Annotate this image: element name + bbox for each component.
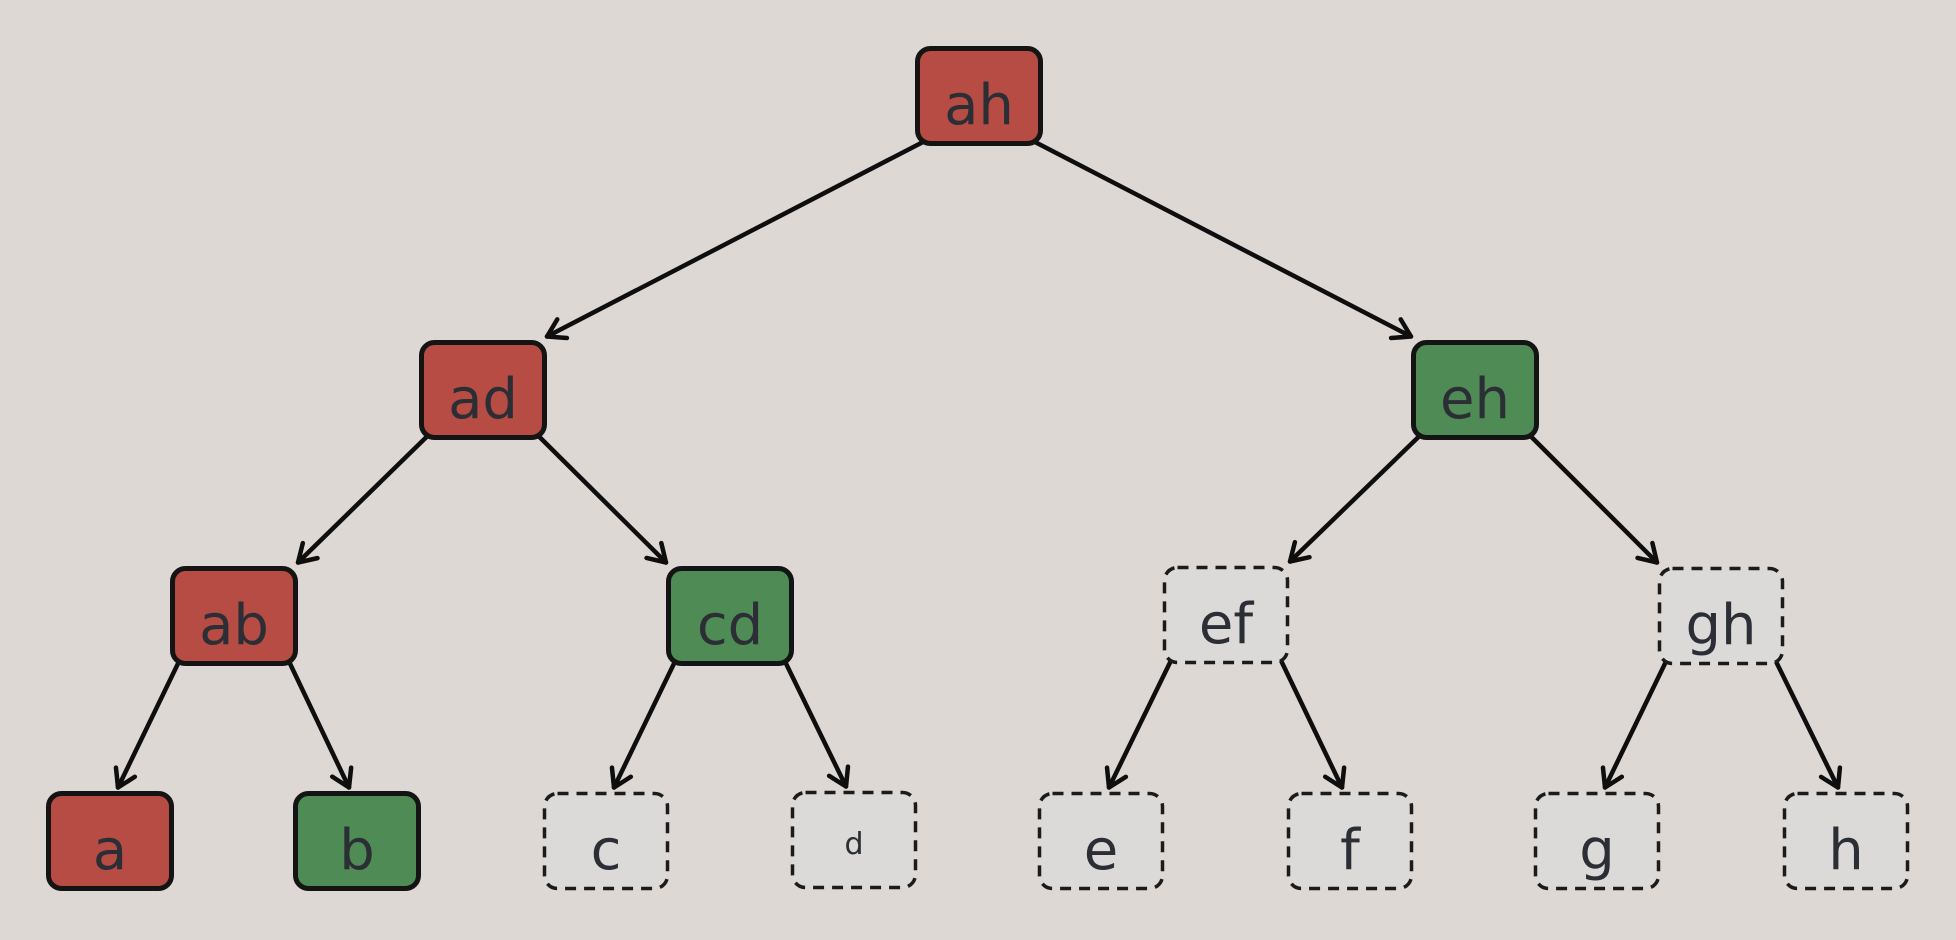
tree-node-box-a: [46, 791, 174, 891]
tree-node-label-gh: gh: [1685, 593, 1756, 658]
tree-node-box-ef: [1162, 565, 1290, 665]
tree-node-label-ef: ef: [1199, 592, 1254, 657]
tree-node-gh: gh: [1657, 566, 1785, 666]
edge-ef-f: [1278, 658, 1347, 790]
tree-node-box-e: [1037, 791, 1165, 891]
tree-node-box-ab: [170, 566, 298, 666]
edge-ef-e: [1104, 658, 1174, 790]
tree-node-d: d: [790, 790, 918, 890]
edge-ah-ad: [544, 139, 927, 341]
tree-node-ab: ab: [170, 566, 298, 666]
edge-gh-h: [1773, 659, 1843, 790]
tree-node-h: h: [1782, 791, 1910, 891]
tree-node-cd: cd: [666, 566, 794, 666]
tree-node-box-eh: [1411, 340, 1539, 440]
edge-ad-cd: [535, 433, 669, 565]
edge-ad-ab: [295, 433, 431, 565]
tree-node-b: b: [293, 791, 421, 891]
tree-node-g: g: [1533, 791, 1661, 891]
edge-ah-eh: [1031, 139, 1414, 341]
tree-node-box-f: [1286, 791, 1414, 891]
tree-node-box-g: [1533, 791, 1661, 891]
edge-ab-a: [113, 659, 182, 790]
tree-node-label-d: d: [844, 827, 863, 862]
tree-node-label-c: c: [591, 818, 622, 883]
tree-node-box-b: [293, 791, 421, 891]
tree-node-box-h: [1782, 791, 1910, 891]
tree-node-label-g: g: [1579, 818, 1615, 883]
tree-node-box-d: [790, 790, 918, 890]
tree-node-box-ad: [419, 340, 547, 440]
tree-node-label-cd: cd: [697, 593, 763, 658]
tree-node-eh: eh: [1411, 340, 1539, 440]
edge-ab-b: [286, 659, 354, 790]
tree-node-label-b: b: [339, 818, 375, 883]
tree-node-box-gh: [1657, 566, 1785, 666]
tree-node-label-ad: ad: [448, 367, 518, 432]
edge-gh-g: [1600, 659, 1669, 790]
tree-node-ef: ef: [1162, 565, 1290, 665]
tree-node-box-ah: [915, 46, 1043, 146]
edge-cd-c: [609, 659, 678, 790]
tree-node-ad: ad: [419, 340, 547, 440]
tree-node-e: e: [1037, 791, 1165, 891]
edge-eh-gh: [1527, 433, 1660, 565]
tree-node-c: c: [542, 791, 670, 891]
tree-node-label-eh: eh: [1440, 367, 1510, 432]
tree-node-label-a: a: [93, 818, 127, 883]
tree-node-box-c: [542, 791, 670, 891]
tree-node-label-h: h: [1828, 818, 1864, 883]
tree-node-ah: ah: [915, 46, 1043, 146]
tree-node-label-f: f: [1340, 818, 1361, 883]
tree-node-f: f: [1286, 791, 1414, 891]
edge-cd-d: [782, 659, 851, 789]
tree-node-label-ah: ah: [944, 73, 1014, 138]
edge-eh-ef: [1287, 433, 1423, 564]
tree-node-label-e: e: [1084, 818, 1118, 883]
tree-node-a: a: [46, 791, 174, 891]
tree-node-label-ab: ab: [199, 593, 269, 658]
tree-node-box-cd: [666, 566, 794, 666]
edges-layer: [113, 139, 1843, 790]
